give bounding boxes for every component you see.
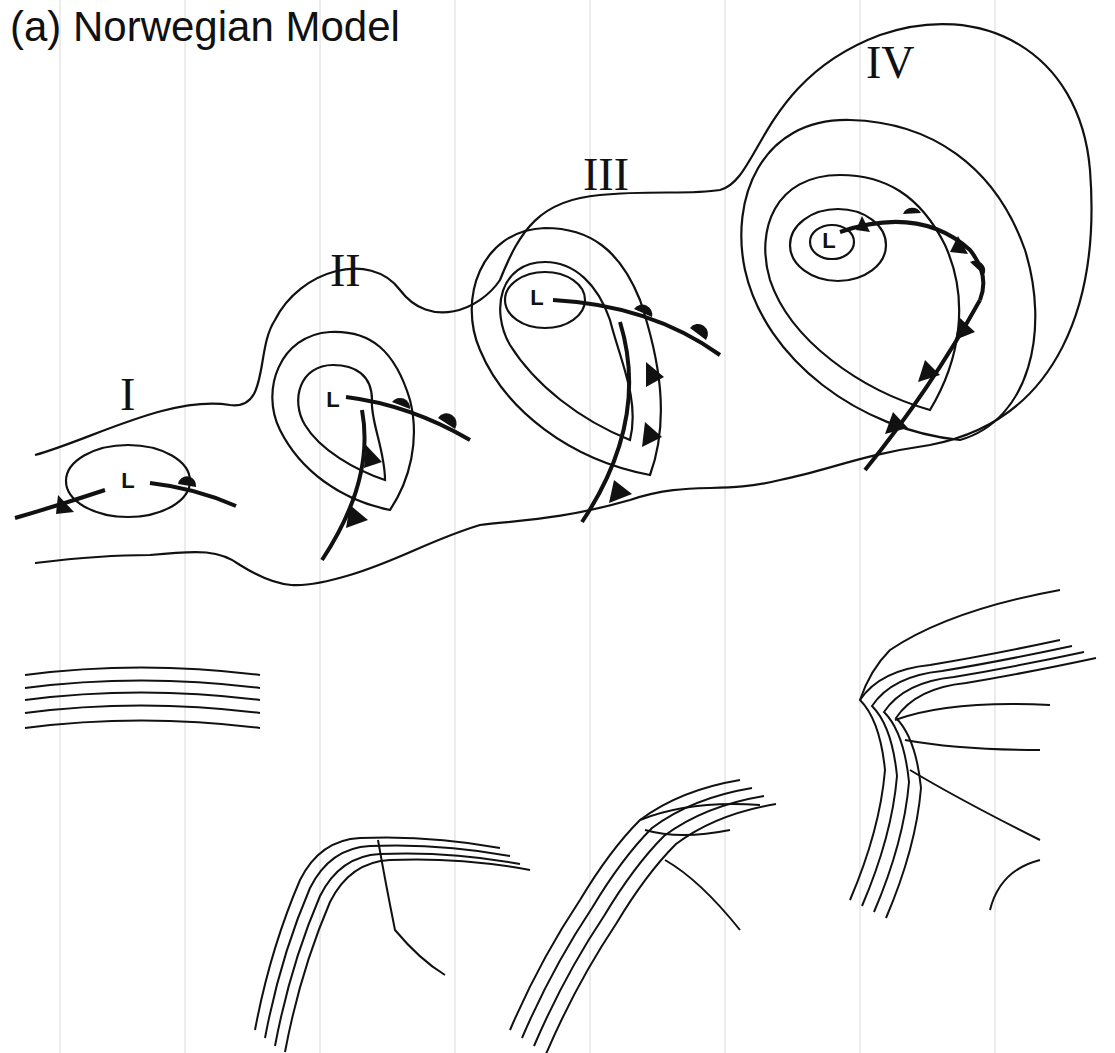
low-center: L <box>822 230 835 252</box>
low-center: L <box>121 470 134 492</box>
stage-numeral: III <box>583 152 629 198</box>
stage-numeral: IV <box>866 40 915 86</box>
figure-title: (a) Norwegian Model <box>10 6 400 48</box>
low-center: L <box>530 287 543 309</box>
stage-numeral: II <box>330 248 361 294</box>
low-center: L <box>326 389 339 411</box>
stage-numeral: I <box>120 372 135 418</box>
